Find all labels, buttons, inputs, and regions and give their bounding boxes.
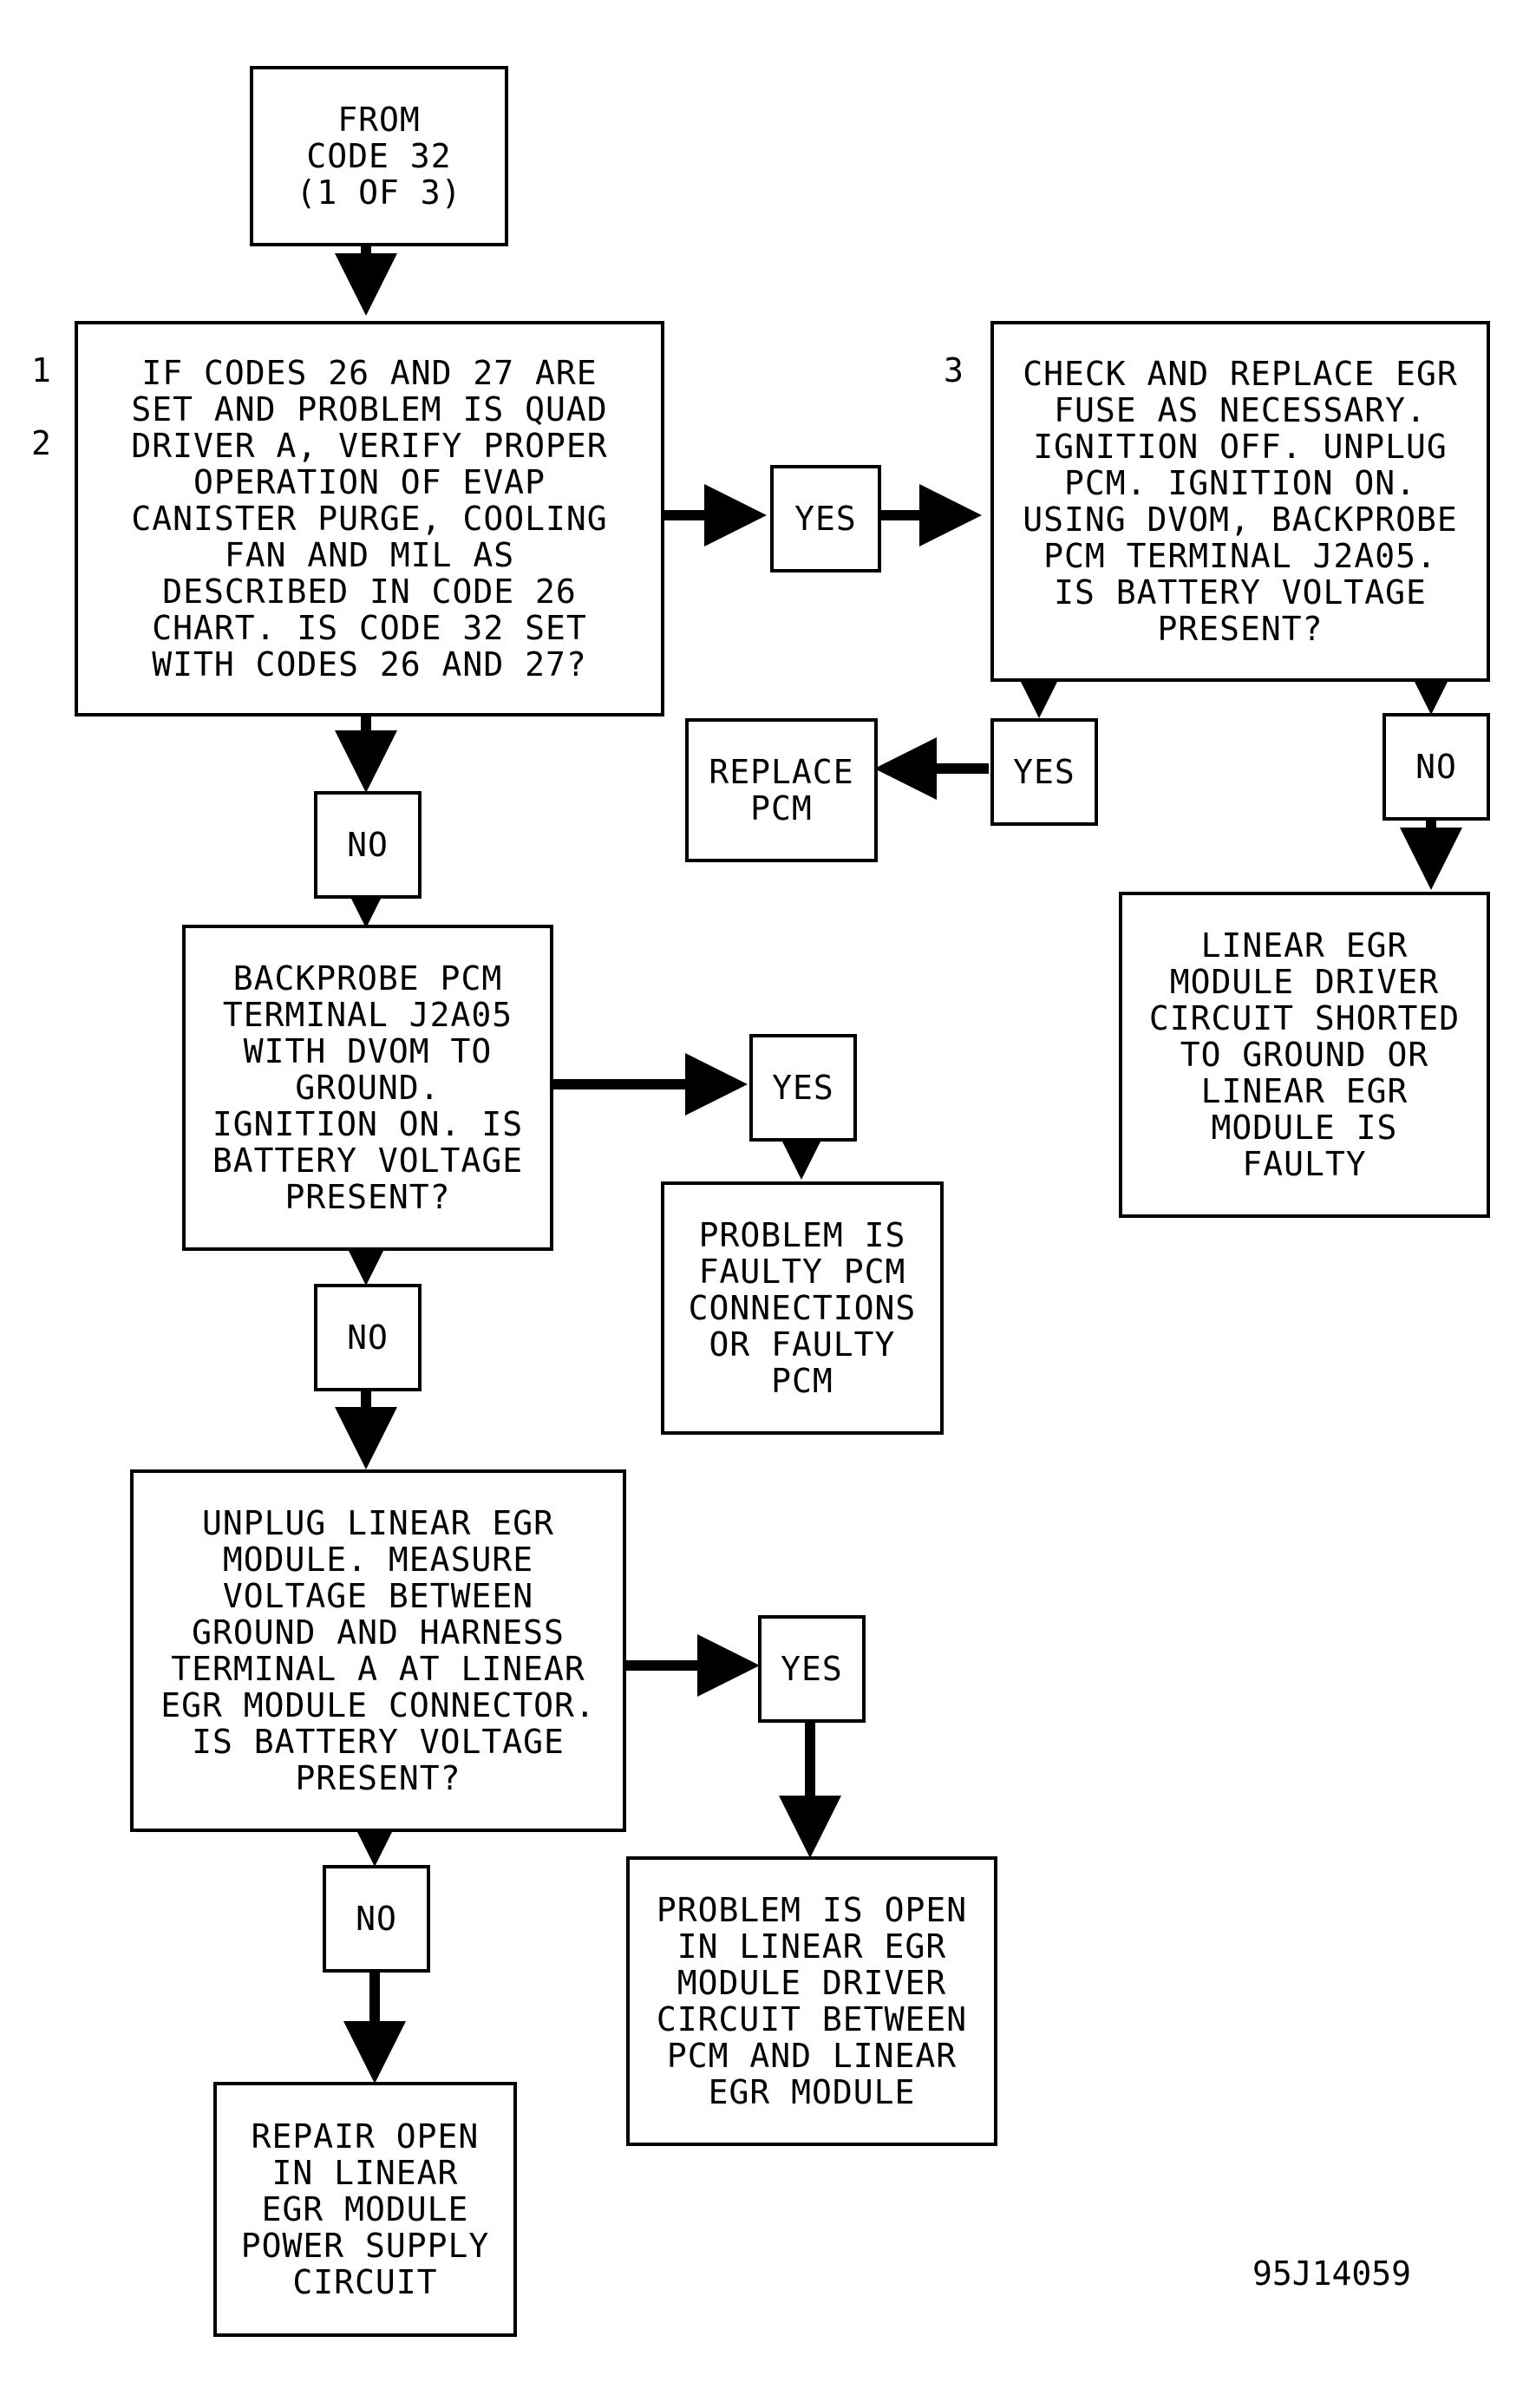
unplug-no-box: NO: [323, 1865, 430, 1973]
linear-egr-shorted-text: LINEAR EGR MODULE DRIVER CIRCUIT SHORTED…: [1148, 926, 1461, 1183]
faulty-connections-box: PROBLEM IS FAULTY PCM CONNECTIONS OR FAU…: [661, 1181, 944, 1435]
backprobe-yes-label: YES: [772, 1069, 834, 1107]
step1-yes-box: YES: [770, 465, 881, 573]
step-number-3: 3: [944, 351, 964, 389]
backprobe-box: BACKPROBE PCM TERMINAL J2A05 WITH DVOM T…: [182, 925, 553, 1251]
step-number-2: 2: [31, 424, 51, 462]
unplug-no-label: NO: [356, 1900, 397, 1938]
unplug-yes-label: YES: [781, 1650, 843, 1688]
from-code-text: FROM CODE 32 (1 OF 3): [296, 101, 462, 212]
open-driver-circuit-text: PROBLEM IS OPEN IN LINEAR EGR MODULE DRI…: [656, 1891, 968, 2111]
figure-id: 95J14059: [1252, 2254, 1412, 2293]
backprobe-no-box: NO: [314, 1284, 422, 1391]
repair-open-text: REPAIR OPEN IN LINEAR EGR MODULE POWER S…: [240, 2117, 490, 2301]
from-code-box: FROM CODE 32 (1 OF 3): [250, 66, 508, 246]
step-number-1: 1: [31, 351, 51, 389]
step3-no-box: NO: [1382, 713, 1490, 821]
step1-question-text: IF CODES 26 AND 27 ARE SET AND PROBLEM I…: [131, 354, 608, 684]
unplug-module-text: UNPLUG LINEAR EGR MODULE. MEASURE VOLTAG…: [160, 1504, 596, 1797]
step3-no-label: NO: [1415, 748, 1457, 786]
backprobe-yes-box: YES: [749, 1034, 857, 1142]
faulty-connections-text: PROBLEM IS FAULTY PCM CONNECTIONS OR FAU…: [688, 1216, 917, 1400]
open-driver-circuit-box: PROBLEM IS OPEN IN LINEAR EGR MODULE DRI…: [626, 1856, 997, 2146]
backprobe-no-label: NO: [347, 1319, 389, 1357]
step1-yes-label: YES: [794, 500, 857, 538]
replace-pcm-box: REPLACE PCM: [685, 718, 878, 862]
step1-no-box: NO: [314, 791, 422, 899]
unplug-module-box: UNPLUG LINEAR EGR MODULE. MEASURE VOLTAG…: [130, 1469, 626, 1832]
unplug-yes-box: YES: [758, 1615, 866, 1723]
replace-pcm-text: REPLACE PCM: [709, 753, 854, 828]
step3-check-box: CHECK AND REPLACE EGR FUSE AS NECESSARY.…: [990, 321, 1490, 682]
repair-open-box: REPAIR OPEN IN LINEAR EGR MODULE POWER S…: [213, 2082, 517, 2337]
step1-no-label: NO: [347, 826, 389, 864]
backprobe-text: BACKPROBE PCM TERMINAL J2A05 WITH DVOM T…: [212, 959, 524, 1216]
linear-egr-shorted-box: LINEAR EGR MODULE DRIVER CIRCUIT SHORTED…: [1119, 892, 1490, 1218]
step3-check-text: CHECK AND REPLACE EGR FUSE AS NECESSARY.…: [1023, 355, 1458, 648]
step3-yes-label: YES: [1013, 753, 1075, 791]
step1-question-box: IF CODES 26 AND 27 ARE SET AND PROBLEM I…: [75, 321, 664, 717]
step3-yes-box: YES: [990, 718, 1098, 826]
